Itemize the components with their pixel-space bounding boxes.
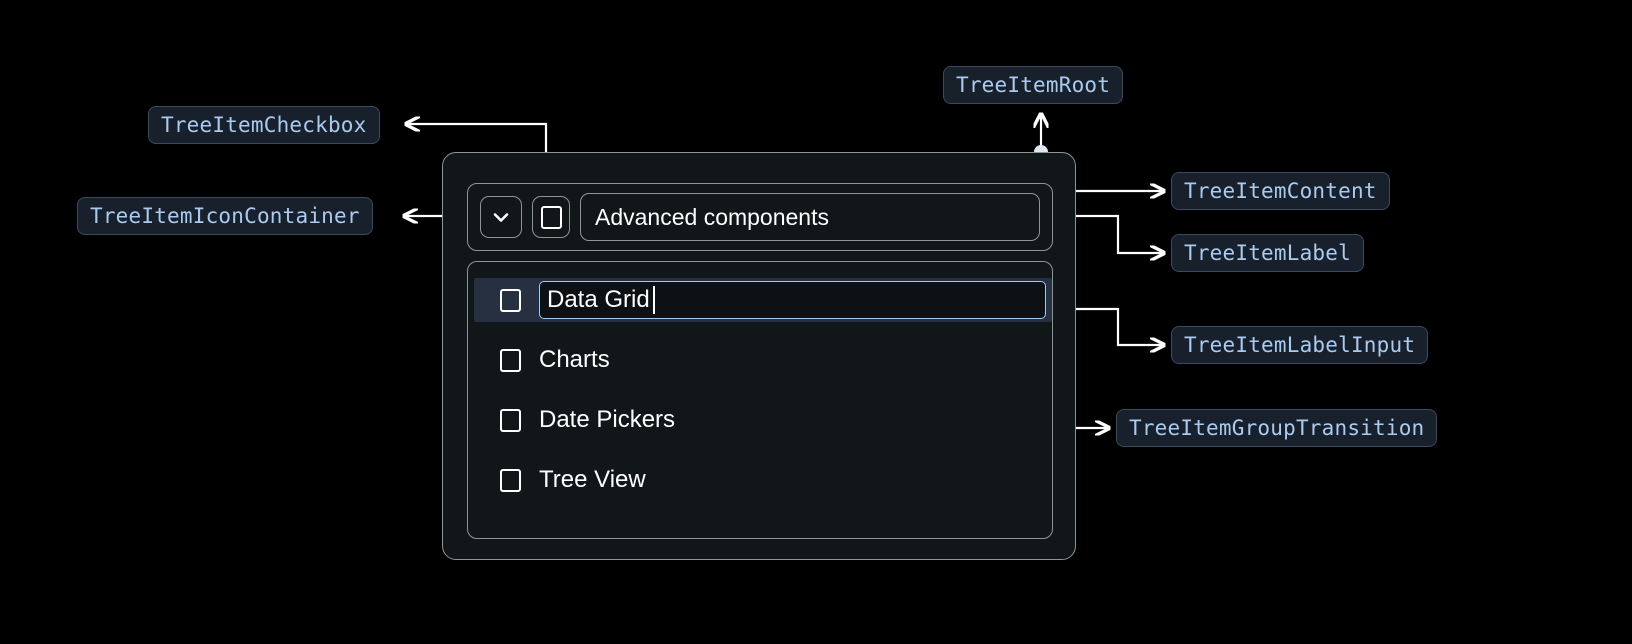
tree-item-label[interactable]: Advanced components [580, 193, 1040, 241]
tree-item-icon-container[interactable] [480, 196, 522, 238]
tree-item-row-charts[interactable]: Charts [468, 338, 1052, 382]
annotation-chip-tree-item-checkbox: TreeItemCheckbox [148, 106, 380, 144]
annotation-chip-tree-item-label-input: TreeItemLabelInput [1171, 326, 1429, 364]
checkbox-square-icon[interactable] [500, 288, 521, 312]
annotation-chip-tree-item-group-transition: TreeItemGroupTransition [1116, 409, 1438, 447]
tree-item-label-text: Charts [539, 346, 610, 373]
checkbox-square-icon[interactable] [500, 348, 521, 372]
tree-item-row-date-pickers[interactable]: Date Pickers [468, 398, 1052, 442]
tree-item-root: Advanced components Data Grid Charts Dat… [442, 152, 1076, 560]
annotation-chip-tree-item-content: TreeItemContent [1171, 172, 1390, 210]
annotation-chip-tree-item-root: TreeItemRoot [943, 66, 1124, 104]
tree-item-checkbox[interactable] [532, 196, 570, 238]
tree-item-label-input-value: Data Grid [547, 286, 650, 313]
tree-item-label-text: Advanced components [595, 203, 829, 230]
tree-item-label-text: Tree View [539, 466, 646, 493]
text-caret [652, 286, 655, 314]
chip-label: TreeItemRoot [956, 73, 1111, 97]
tree-item-content[interactable]: Advanced components [467, 183, 1053, 251]
tree-item-group-transition: Data Grid Charts Date Pickers Tree View [467, 261, 1053, 539]
checkbox-square-icon[interactable] [500, 468, 521, 492]
chip-label: TreeItemContent [1184, 179, 1377, 203]
chevron-down-icon [493, 213, 509, 222]
chip-label: TreeItemIconContainer [90, 204, 360, 228]
tree-item-label-text: Date Pickers [539, 406, 676, 433]
chip-label: TreeItemLabel [1184, 241, 1351, 265]
tree-item-row-tree-view[interactable]: Tree View [468, 458, 1052, 502]
chip-label: TreeItemLabelInput [1184, 333, 1416, 357]
chip-label: TreeItemCheckbox [161, 113, 367, 137]
tree-item-row-data-grid[interactable]: Data Grid [474, 278, 1052, 322]
annotation-chip-tree-item-label: TreeItemLabel [1171, 234, 1364, 272]
checkbox-square-icon[interactable] [500, 408, 521, 432]
annotation-chip-tree-item-icon-container: TreeItemIconContainer [77, 197, 373, 235]
chip-label: TreeItemGroupTransition [1129, 416, 1425, 440]
tree-item-label-input[interactable]: Data Grid [539, 281, 1046, 319]
checkbox-square-icon [540, 205, 562, 229]
